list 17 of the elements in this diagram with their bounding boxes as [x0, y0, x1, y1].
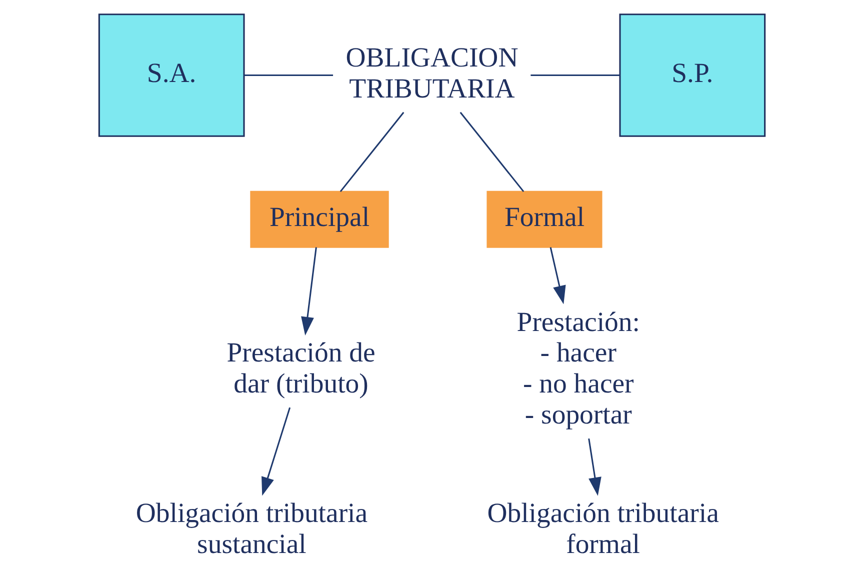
node-text: Prestación de dar (tributo): [226, 336, 375, 399]
arrow: [588, 438, 601, 496]
node-box: Principal: [250, 190, 388, 248]
node-text: OBLIGACION TRIBUTARIA: [345, 42, 518, 104]
arrow: [261, 407, 290, 496]
node-box: S.P.: [618, 14, 766, 137]
node-text: Obligación tributaria formal: [486, 496, 718, 559]
node-box: S.A.: [98, 14, 244, 137]
arrow: [549, 247, 566, 304]
connector: [244, 74, 333, 76]
connector: [530, 74, 620, 76]
node-box: Formal: [486, 190, 602, 248]
connector: [459, 112, 524, 192]
connector: [339, 112, 404, 192]
node-text: Prestación: - hacer - no hacer - soportar: [516, 306, 640, 430]
arrow: [300, 247, 316, 336]
node-text: Obligación tributaria sustancial: [135, 496, 368, 559]
